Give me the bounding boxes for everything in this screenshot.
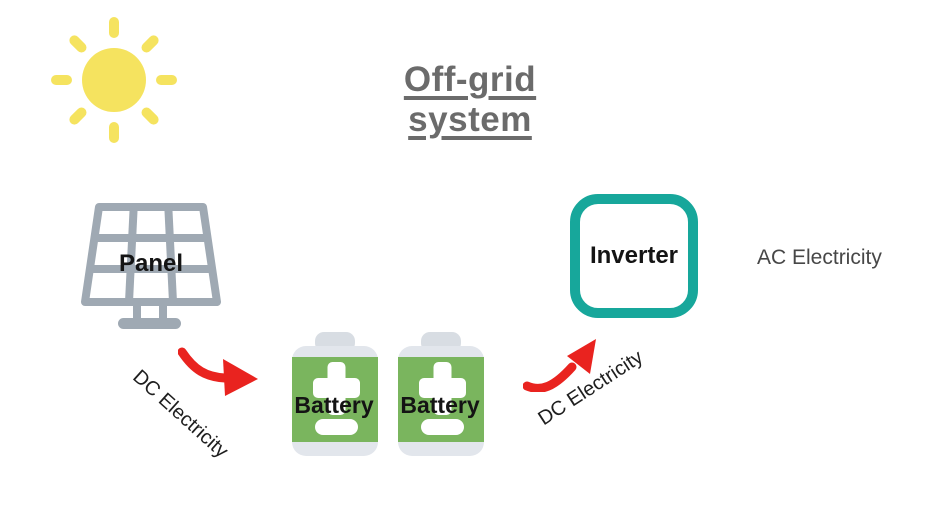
curved-arrow-up-right-icon xyxy=(523,339,596,392)
panel-label: Panel xyxy=(118,250,184,277)
solar-panel-icon xyxy=(81,203,221,329)
inverter-label: Inverter xyxy=(589,242,679,269)
page-title: Off-grid system xyxy=(403,60,537,139)
battery-label-left: Battery xyxy=(294,392,374,418)
ac-electricity-label: AC Electricity xyxy=(757,246,882,269)
inverter-box: Inverter xyxy=(570,194,698,318)
battery-icon xyxy=(398,332,484,456)
battery-icon xyxy=(292,332,378,456)
battery-label-right: Battery xyxy=(400,392,480,418)
curved-arrow-down-right-icon xyxy=(178,347,258,396)
sun-icon xyxy=(51,17,177,143)
